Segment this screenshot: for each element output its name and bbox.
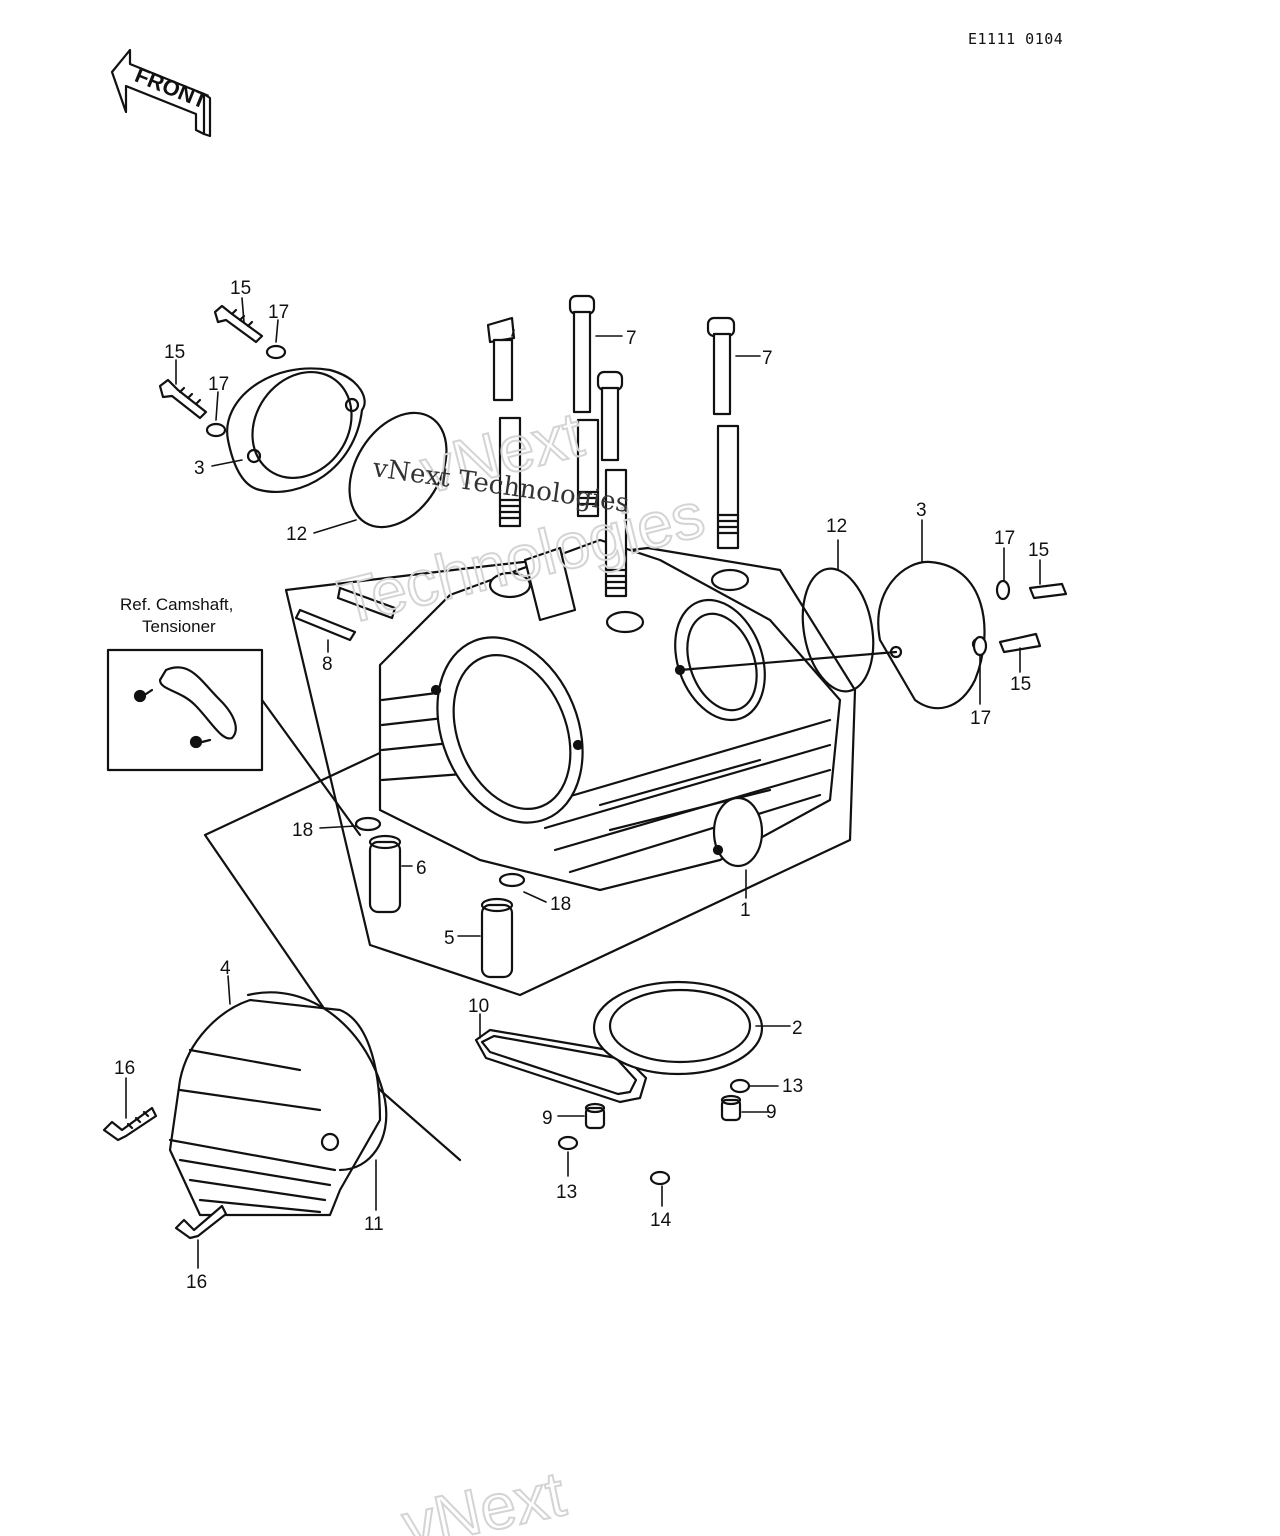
studs (498, 416, 740, 598)
dowel-pins (294, 586, 397, 642)
left-gasket (348, 411, 448, 529)
callout-3: 3 (194, 458, 205, 479)
cylinder-head (378, 538, 842, 892)
callout-14: 14 (650, 1210, 672, 1231)
callout-18: 18 (292, 820, 313, 841)
callout-3: 3 (916, 500, 927, 521)
callout-17: 17 (994, 528, 1015, 549)
callout-7: 7 (762, 348, 773, 369)
callout-6: 6 (416, 858, 427, 879)
callout-11: 11 (364, 1214, 384, 1235)
callout-10: 10 (468, 996, 489, 1017)
left-cap (226, 367, 448, 529)
callout-17: 17 (268, 302, 289, 323)
side-cover (168, 991, 388, 1217)
callout-12: 12 (286, 524, 307, 545)
o-ring (592, 980, 764, 1076)
callout-18: 18 (550, 894, 571, 915)
callout-17: 17 (208, 374, 229, 395)
callout-5: 5 (444, 928, 455, 949)
watermark-vnext-bottom: vNext (396, 1457, 571, 1536)
valve-guides (354, 816, 526, 979)
callout-7: 7 (626, 328, 637, 349)
right-cap (678, 560, 986, 710)
ref-note-line1: Ref. Camshaft, (120, 595, 233, 614)
ref-note-line2: Tensioner (142, 617, 216, 636)
head-bolts (486, 294, 736, 462)
callout-9: 9 (766, 1102, 777, 1123)
callout-15: 15 (164, 342, 185, 363)
callout-15: 15 (1028, 540, 1049, 561)
callout-17: 17 (970, 708, 991, 729)
callout-12: 12 (826, 516, 847, 537)
gasket-10 (474, 1028, 648, 1104)
callout-2: 2 (792, 1018, 803, 1039)
callout-1: 1 (740, 900, 751, 921)
reference-box (106, 648, 264, 772)
document-code: E1111 0104 (968, 30, 1064, 48)
callout-15: 15 (230, 278, 251, 299)
callout-8: 8 (322, 654, 333, 675)
front-arrow (110, 48, 212, 138)
right-gasket (801, 567, 875, 693)
callout-13: 13 (782, 1076, 803, 1097)
callout-16: 16 (186, 1272, 207, 1293)
callout-9: 9 (542, 1108, 553, 1129)
callout-16: 16 (114, 1058, 135, 1079)
callout-15: 15 (1010, 674, 1031, 695)
front-label: FRONT (131, 62, 211, 114)
callout-13: 13 (556, 1182, 577, 1203)
callout-4: 4 (220, 958, 231, 979)
